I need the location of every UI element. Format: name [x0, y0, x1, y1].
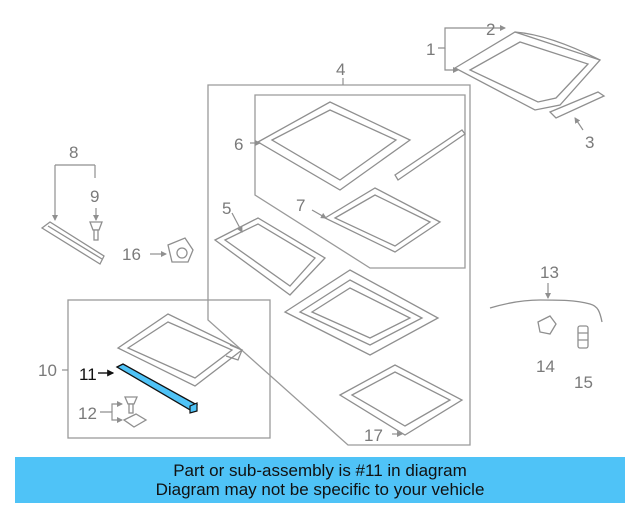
- info-banner: Part or sub-assembly is #11 in diagram D…: [15, 457, 625, 503]
- callout-9: 9: [90, 187, 99, 206]
- callout-6: 6: [234, 135, 243, 154]
- banner-line-1: Part or sub-assembly is #11 in diagram: [173, 461, 467, 480]
- parts-diagram: 1 2 3 4 6 7 5 17: [38, 20, 606, 446]
- callout-3: 3: [585, 133, 594, 152]
- callout-15: 15: [574, 373, 593, 392]
- part-13-drain-tube: [489, 283, 603, 323]
- callout-8: 8: [69, 143, 78, 162]
- part-9-screw: [89, 208, 103, 241]
- part-15-valve: [577, 325, 589, 349]
- part-17-seal: [338, 364, 464, 437]
- part-12-screw: [100, 396, 148, 428]
- part-16-motor: [150, 237, 194, 263]
- sub-assembly-10-box: [62, 299, 271, 439]
- callout-5: 5: [222, 199, 231, 218]
- callout-12: 12: [78, 404, 97, 423]
- callout-2: 2: [486, 20, 495, 39]
- part-8-rail: [40, 164, 105, 265]
- callout-4: 4: [336, 60, 345, 79]
- sunroof-frame: [283, 269, 440, 356]
- callout-17: 17: [364, 426, 383, 445]
- callout-13: 13: [540, 263, 559, 282]
- callout-16: 16: [122, 245, 141, 264]
- callout-1: 1: [426, 40, 435, 59]
- part-7-panel: [311, 187, 442, 253]
- assembly-4-outline: [207, 78, 471, 446]
- callout-14: 14: [536, 357, 555, 376]
- callout-10: 10: [38, 361, 57, 380]
- banner-line-2: Diagram may not be specific to your vehi…: [155, 480, 485, 499]
- part-14-clip: [537, 315, 557, 335]
- part-11-handle-highlighted: [98, 363, 199, 414]
- callout-7: 7: [296, 196, 305, 215]
- callout-11: 11: [79, 365, 97, 384]
- glass-panel-assembly: [453, 31, 606, 119]
- leader-lines-1-2-3: [438, 25, 584, 131]
- part-5-panel: [213, 212, 327, 296]
- part-6-glass: [250, 101, 466, 191]
- sunshade-panel: [116, 313, 244, 387]
